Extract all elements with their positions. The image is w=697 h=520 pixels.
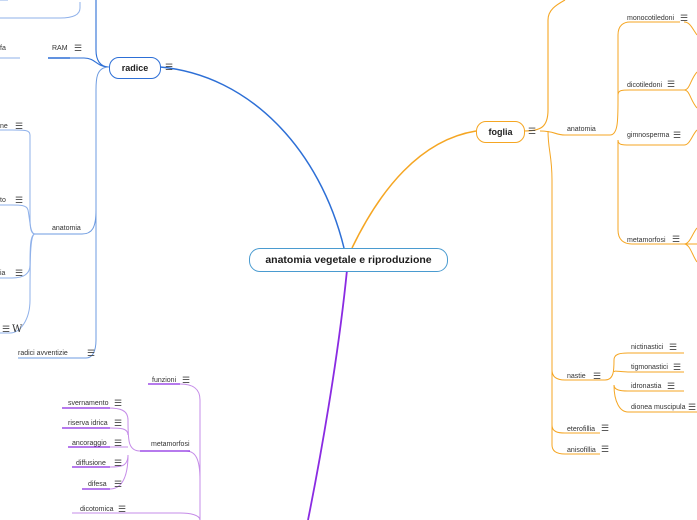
metamorfosi-ancoraggio[interactable]: ancoraggio — [72, 440, 107, 447]
wikipedia-icon[interactable]: W — [12, 324, 23, 335]
metamorfosi-riserva-idrica[interactable]: riserva idrica — [68, 420, 108, 427]
edge-central-down — [307, 269, 348, 520]
riserva-idrica-menu-icon[interactable]: ☰ — [114, 418, 123, 428]
nastie-tigmonastici[interactable]: tigmonastici — [631, 364, 668, 371]
fusto-dicotomica[interactable]: dicotomica — [80, 506, 114, 513]
nictinastici-menu-icon[interactable]: ☰ — [669, 342, 678, 352]
radice-ram[interactable]: RAM — [52, 45, 68, 52]
metamorfosi-svernamento[interactable]: svernamento — [68, 400, 109, 407]
topic-radice[interactable]: radice — [109, 57, 161, 79]
foglia-metamorfosi[interactable]: metamorfosi — [627, 237, 666, 244]
ia-menu-icon[interactable]: ☰ — [15, 268, 24, 278]
to-menu-icon[interactable]: ☰ — [15, 195, 24, 205]
foglia-dicotiledoni[interactable]: dicotiledoni — [627, 82, 663, 89]
metamorfosi-diffusione[interactable]: diffusione — [76, 460, 106, 467]
foglia-eterofillia[interactable]: eterofillia — [567, 426, 596, 433]
tigmonastici-menu-icon[interactable]: ☰ — [673, 362, 682, 372]
ram-menu-icon[interactable]: ☰ — [74, 43, 83, 53]
radice-fragment-ia[interactable]: ia — [0, 270, 6, 277]
radice-fragment-fa[interactable]: fa — [0, 45, 6, 52]
edge-central-foglia — [351, 130, 477, 249]
eterofillia-menu-icon[interactable]: ☰ — [601, 423, 610, 433]
anisofillia-menu-icon[interactable]: ☰ — [601, 444, 610, 454]
partial-menu-icon[interactable]: ☰ — [2, 324, 11, 334]
svernamento-menu-icon[interactable]: ☰ — [114, 398, 123, 408]
difesa-menu-icon[interactable]: ☰ — [114, 479, 123, 489]
diffusione-menu-icon[interactable]: ☰ — [114, 458, 123, 468]
funzioni-menu-icon[interactable]: ☰ — [182, 375, 191, 385]
topic-foglia[interactable]: foglia — [476, 121, 525, 143]
monocotiledoni-menu-icon[interactable]: ☰ — [680, 13, 689, 23]
metamorfosi-difesa[interactable]: difesa — [88, 481, 107, 488]
foglia-metamorfosi-menu-icon[interactable]: ☰ — [672, 234, 681, 244]
gimnosperma-menu-icon[interactable]: ☰ — [673, 130, 682, 140]
ne-menu-icon[interactable]: ☰ — [15, 121, 24, 131]
dicotomica-menu-icon[interactable]: ☰ — [118, 504, 127, 514]
fusto-metamorfosi[interactable]: metamorfosi — [151, 441, 190, 448]
radice-fragment-ne[interactable]: ne — [0, 123, 8, 130]
nastie-nictinastici[interactable]: nictinastici — [631, 344, 664, 351]
fusto-funzioni[interactable]: funzioni — [152, 377, 177, 384]
dionea-menu-icon[interactable]: ☰ — [688, 402, 697, 412]
idronastia-menu-icon[interactable]: ☰ — [667, 381, 676, 391]
nastie-menu-icon[interactable]: ☰ — [593, 371, 602, 381]
foglia-menu-icon[interactable]: ☰ — [528, 126, 537, 136]
nastie-idronastia[interactable]: idronastia — [631, 383, 662, 390]
nastie-dionea-muscipula[interactable]: dionea muscipula — [631, 404, 686, 411]
foglia-gimnosperma[interactable]: gimnosperma — [627, 132, 670, 139]
radice-menu-icon[interactable]: ☰ — [165, 62, 174, 72]
foglia-nastie[interactable]: nastie — [567, 373, 586, 380]
radici-avventizie[interactable]: radici avventizie — [18, 350, 68, 357]
ancoraggio-menu-icon[interactable]: ☰ — [114, 438, 123, 448]
edge-central-radice — [159, 66, 345, 249]
radice-fragment-to[interactable]: to — [0, 197, 6, 204]
foglia-anatomia[interactable]: anatomia — [567, 126, 596, 133]
foglia-monocotiledoni[interactable]: monocotiledoni — [627, 15, 675, 22]
radici-avventizie-menu-icon[interactable]: ☰ — [87, 348, 96, 358]
central-topic[interactable]: anatomia vegetale e riproduzione — [249, 248, 448, 272]
foglia-anisofillia[interactable]: anisofillia — [567, 447, 596, 454]
radice-anatomia[interactable]: anatomia — [52, 225, 81, 232]
dicotiledoni-menu-icon[interactable]: ☰ — [667, 79, 676, 89]
